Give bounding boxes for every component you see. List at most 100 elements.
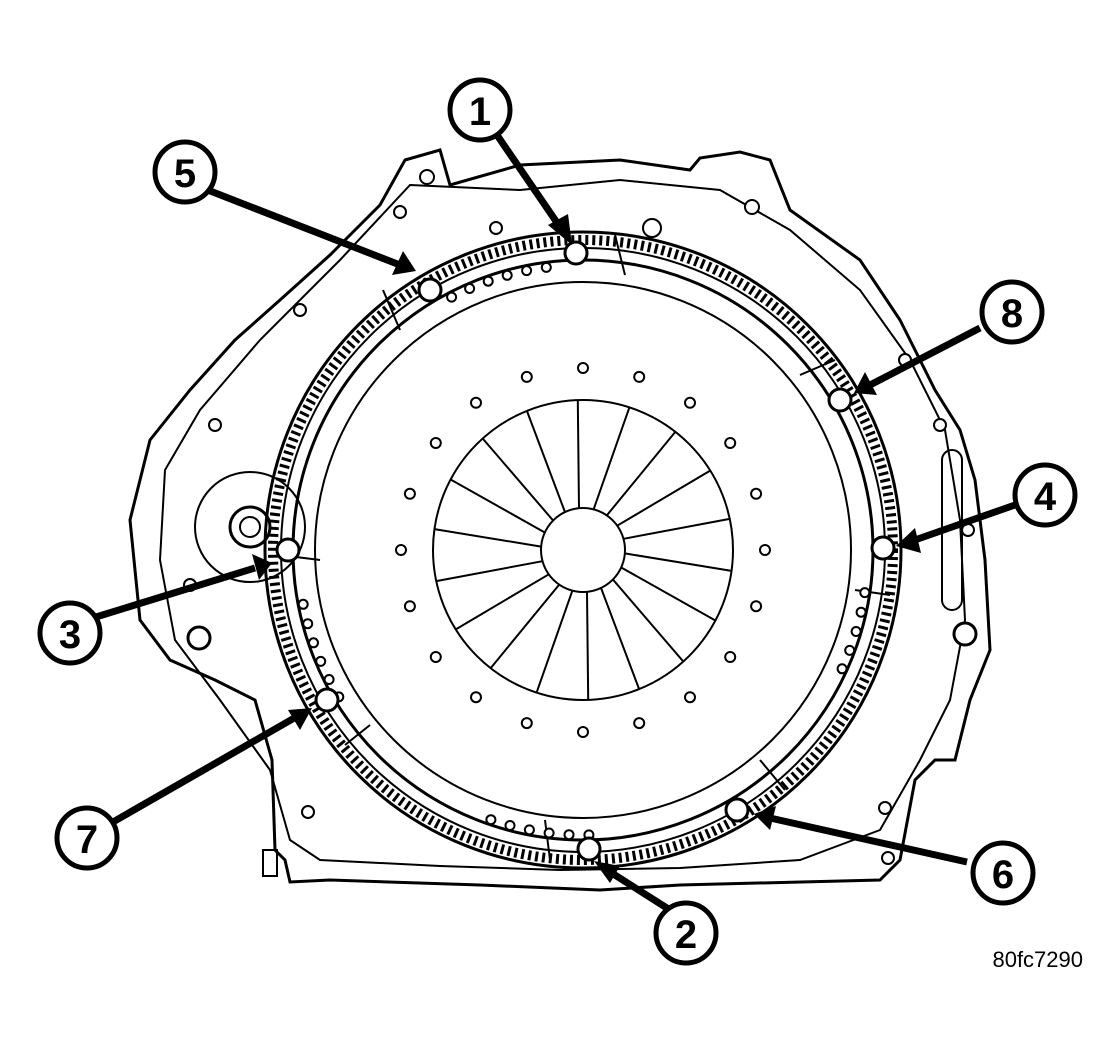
housing-hole [208,418,222,432]
plate-hole [724,437,737,449]
timing-hole [523,824,535,836]
diaphragm-finger [576,400,580,509]
bolt-2 [576,836,602,862]
diaphragm-finger [455,573,550,631]
timing-hole [482,275,494,287]
timing-hole [540,261,552,273]
timing-hole [315,655,327,667]
diaphragm-finger [612,578,685,663]
bolt-8 [827,387,853,413]
callout-leaders [94,133,1017,913]
timing-hole [836,663,848,675]
timing-hole [504,820,516,831]
svg-text:6: 6 [992,853,1014,897]
bolt-4 [870,535,896,561]
dowel-boss-bolt-inner [239,516,261,538]
callout-7: 7 [54,805,120,871]
diaphragm-finger [592,407,631,510]
diaphragm-finger [525,410,566,513]
timing-hole [464,283,476,294]
timing-hole [855,606,867,618]
diaphragm-finger [535,590,574,693]
diaphragm-finger [606,431,677,517]
timing-hole [501,269,513,281]
diaphragm-finger [600,587,641,690]
timing-hole [844,644,856,656]
svg-text:4: 4 [1034,475,1057,519]
plate-hole [633,370,646,383]
plate-hole [684,691,696,704]
bolt-7 [314,687,340,713]
timing-hole [302,618,314,630]
diaphragm-finger [450,478,546,534]
diaphragm-finger [434,528,542,548]
diaphragm-finger [616,469,711,527]
bell-housing-inner-outline [158,178,967,872]
release-hub [540,507,626,593]
housing-hole [881,851,895,865]
diaphragm-finger [436,560,543,583]
plate-hole [633,717,646,730]
plate-hole [520,370,533,383]
plate-hole [750,487,763,500]
timing-hole [485,814,497,826]
dowel-boss [194,471,306,583]
housing-hole [489,221,503,235]
housing-hole [744,199,760,215]
callout-8: 8 [979,279,1045,345]
housing-hole [642,218,662,238]
pressure-plate-inner [314,281,852,819]
timing-hole [308,637,319,649]
plate-hole [759,544,771,556]
bolt-5 [417,277,443,303]
figure-code: 80fc7290 [992,947,1083,972]
timing-hole [323,674,335,685]
callout-1: 1 [447,77,513,143]
diaphragm-finger [489,583,560,669]
plate-hole [429,651,442,663]
timing-hole [297,598,309,610]
flywheel-ring-gear [263,230,903,870]
housing-hole [952,621,978,647]
callout-6: 6 [970,840,1036,906]
diaphragm-finger [624,552,732,572]
cover-lugs [279,234,891,861]
plate-hole [403,487,416,500]
svg-text:3: 3 [59,613,81,657]
callout-4: 4 [1012,462,1078,528]
timing-hole [521,265,533,277]
starter-stub [262,849,278,877]
plate-hole [395,544,407,556]
svg-text:1: 1 [469,90,491,134]
timing-hole [563,829,575,841]
diaphragm-finger [586,591,590,700]
diaphragm-fingers [434,400,732,700]
housing-hole [301,805,315,819]
diaphragm-finger [481,437,554,522]
timing-hole [850,626,862,637]
svg-text:8: 8 [1001,292,1023,336]
housing-hole [393,205,407,219]
timing-hole [446,291,458,303]
bolt-6 [724,797,750,823]
diaphragm-finger [620,566,716,622]
plate-holes [297,261,871,841]
diaphragm-finger [623,517,730,540]
plate-hole [724,651,737,663]
bell-housing-outline [128,148,992,892]
housing-hole [186,625,212,651]
plate-hole [750,600,763,613]
callout-3: 3 [37,600,103,666]
timing-hole [543,827,555,839]
svg-text:5: 5 [174,152,196,196]
svg-text:7: 7 [76,818,98,862]
callout-5: 5 [152,139,218,205]
plate-hole [470,396,482,409]
plate-hole [577,362,589,374]
plate-hole [577,726,589,738]
plate-hole [520,717,533,730]
bolt-1 [563,240,589,266]
plate-hole [429,437,442,449]
plate-hole [684,396,696,409]
